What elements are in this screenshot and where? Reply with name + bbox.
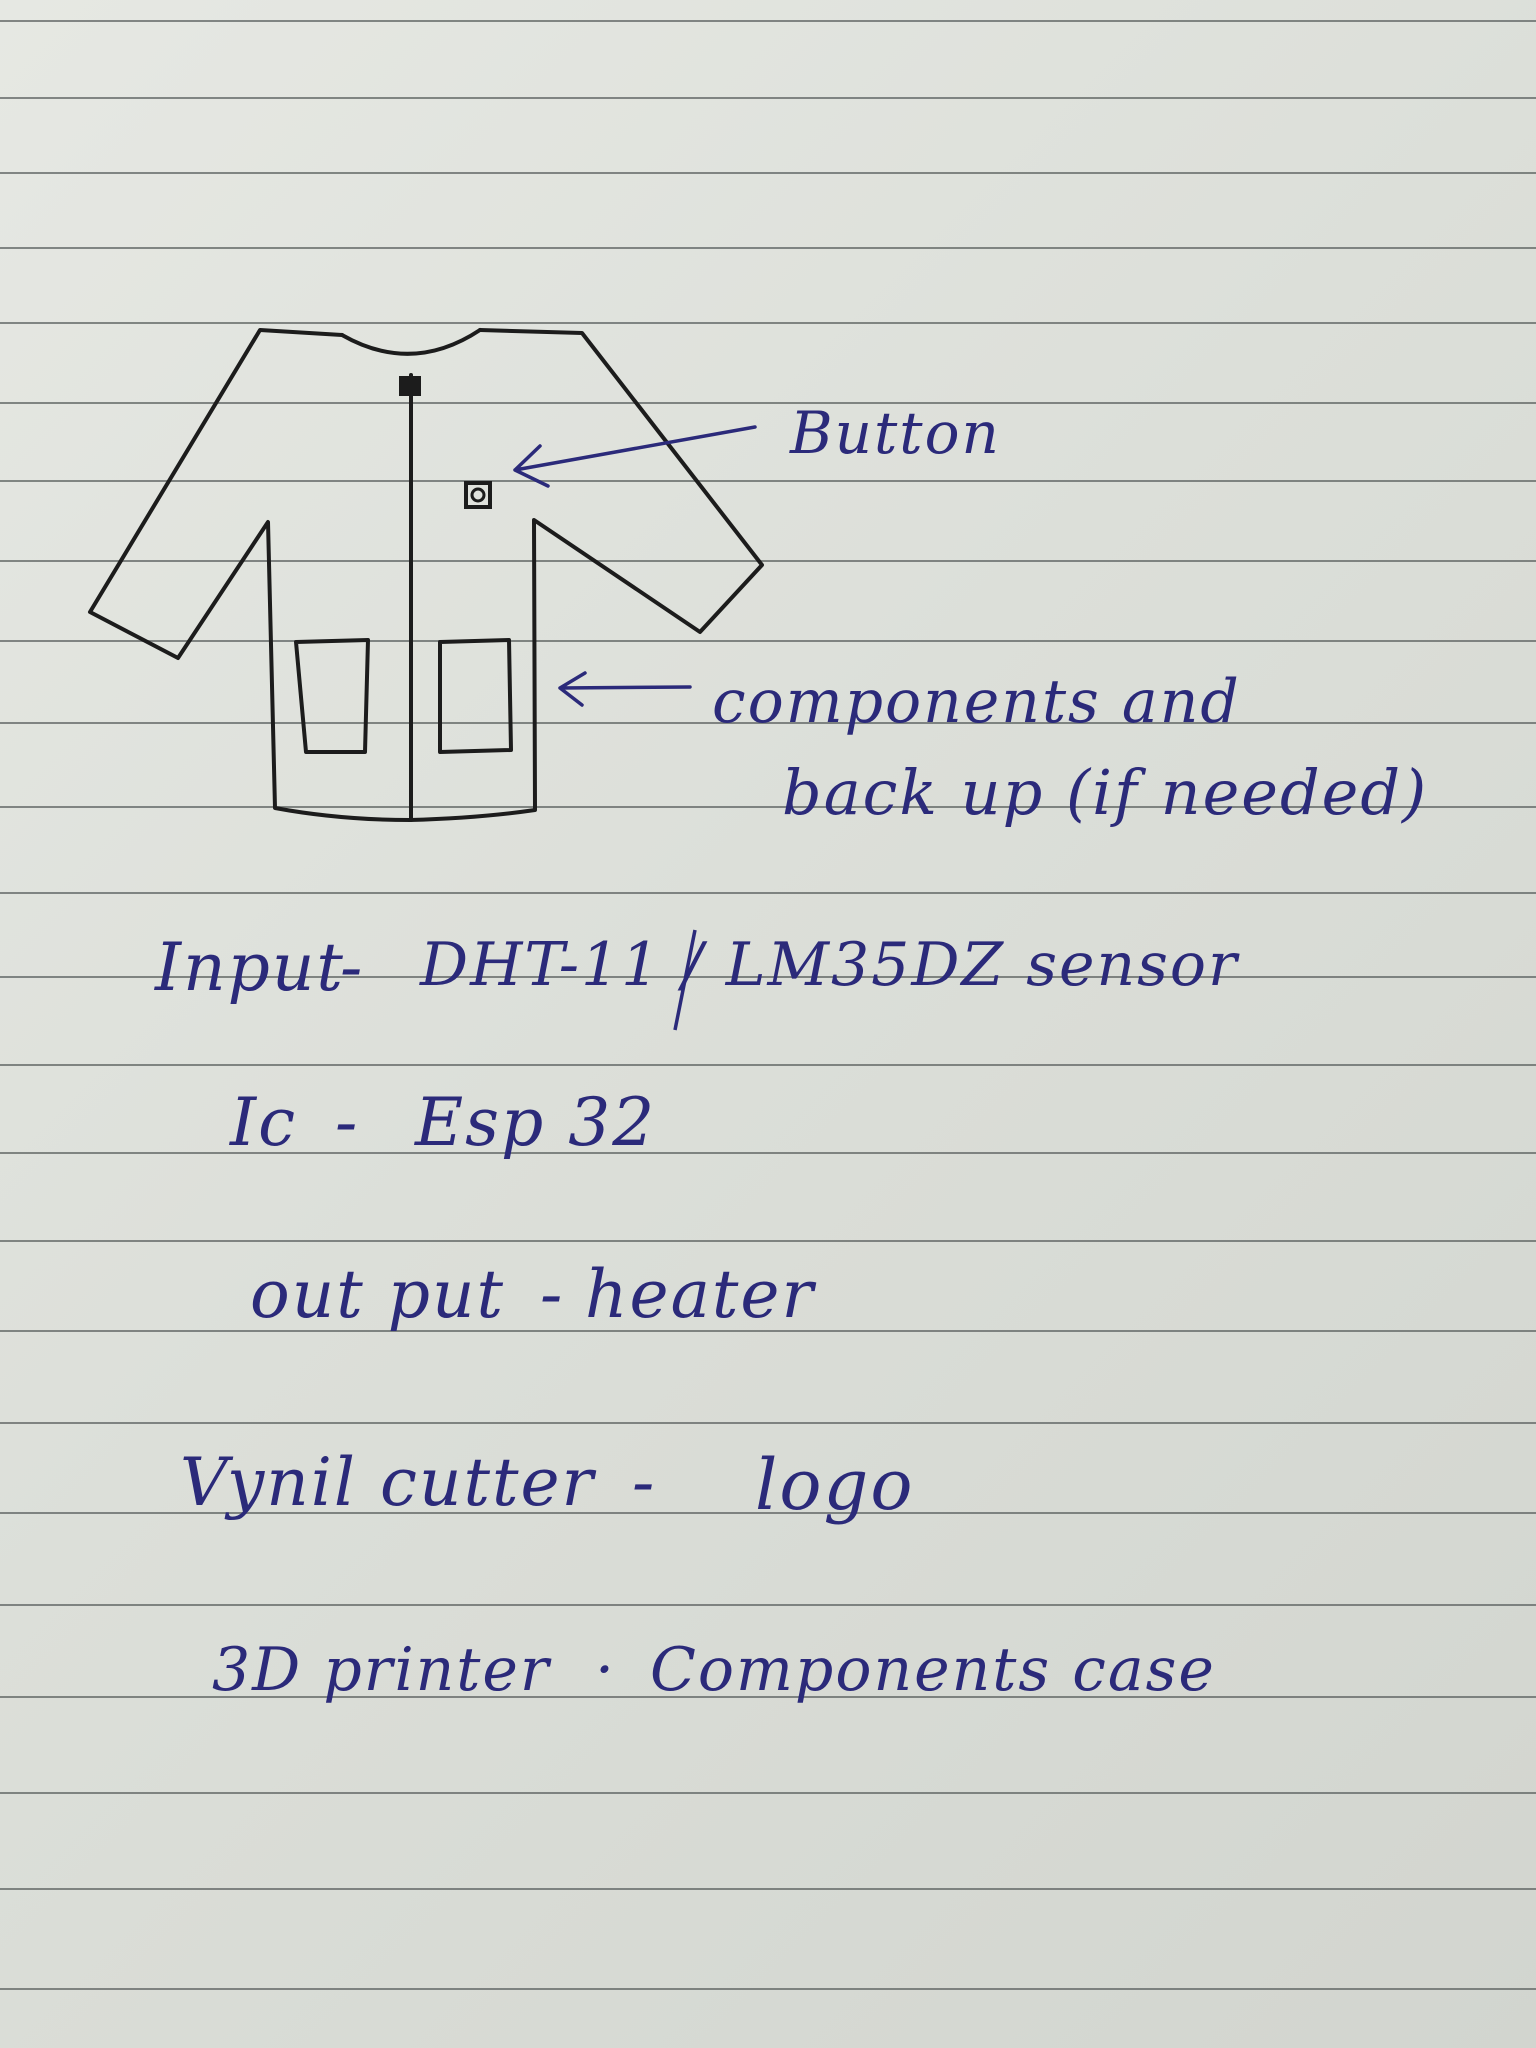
note-label: 3D printer	[212, 1635, 551, 1705]
ruled-line	[0, 172, 1536, 174]
ruled-line	[0, 1422, 1536, 1424]
ruled-line	[0, 1988, 1536, 1990]
jacket-collar	[340, 328, 482, 356]
ruled-line	[0, 806, 1536, 808]
pocket-arrow	[558, 671, 692, 707]
ruled-line	[0, 1696, 1536, 1698]
note-separator: ·	[595, 1635, 617, 1705]
ruled-line	[0, 1064, 1536, 1066]
note-separator: -	[335, 1084, 360, 1161]
note-separator: -	[340, 929, 365, 1006]
note-value: Esp 32	[415, 1084, 657, 1161]
ruled-line	[0, 1512, 1536, 1514]
ruled-line	[0, 1240, 1536, 1242]
ruled-line	[0, 480, 1536, 482]
ruled-line	[0, 722, 1536, 724]
right-pocket	[438, 638, 513, 754]
ruled-line	[0, 402, 1536, 404]
jacket-outline	[88, 328, 764, 822]
pockets-callout-label-line2: back up (if needed)	[782, 756, 1429, 829]
note-value: DHT-11 / LM35DZ sensor	[420, 930, 1239, 1000]
ruled-line	[0, 892, 1536, 894]
note-label: Ic	[230, 1084, 298, 1161]
button-arrow	[513, 425, 757, 488]
ruled-line	[0, 1792, 1536, 1794]
note-value: heater	[585, 1256, 816, 1333]
note-separator: -	[540, 1256, 565, 1333]
pockets-callout-label-line1: components and	[712, 667, 1241, 737]
note-label: Vynil cutter	[180, 1444, 596, 1521]
ruled-line	[0, 322, 1536, 324]
collar-tab	[399, 376, 421, 396]
jacket-button	[464, 481, 492, 509]
note-label: Input	[155, 929, 345, 1006]
note-separator: -	[632, 1444, 657, 1521]
slash-stroke	[673, 929, 697, 1031]
ruled-line	[0, 20, 1536, 22]
ruled-line	[0, 1330, 1536, 1332]
button-callout-label: Button	[790, 399, 1001, 467]
ruled-line	[0, 247, 1536, 249]
left-pocket	[294, 638, 370, 754]
ruled-line	[0, 976, 1536, 978]
ruled-line	[0, 97, 1536, 99]
ruled-line	[0, 1888, 1536, 1890]
ruled-line	[0, 640, 1536, 642]
ruled-line	[0, 560, 1536, 562]
ruled-line	[0, 1604, 1536, 1606]
note-label: out put	[250, 1256, 506, 1333]
note-value: logo	[755, 1444, 915, 1526]
ruled-line	[0, 1152, 1536, 1154]
note-value: Components case	[650, 1635, 1216, 1705]
